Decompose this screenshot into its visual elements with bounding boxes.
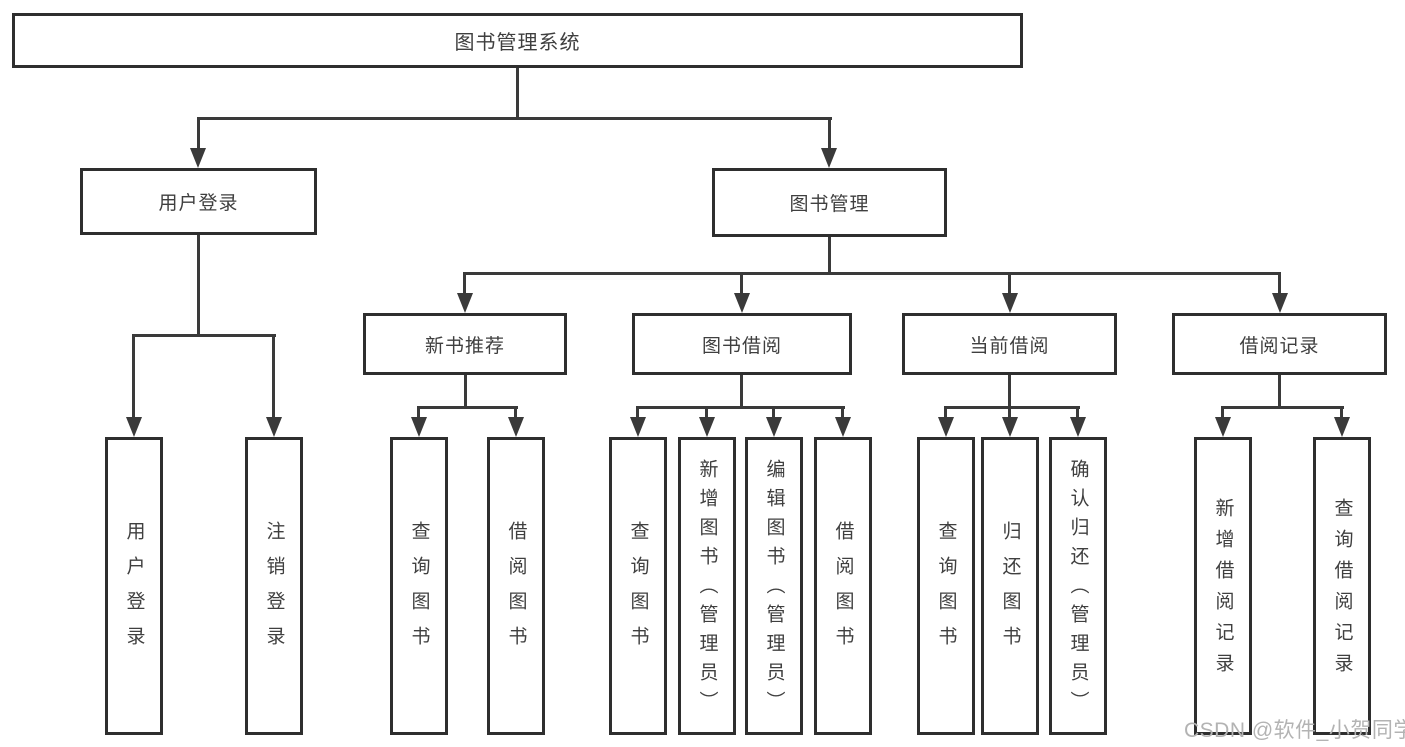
arrow-down-icon: [1002, 293, 1018, 313]
node-new-book-recommend: 新书推荐: [363, 313, 567, 375]
leaf-query-borrow-record-label: 查询借阅记录: [1331, 498, 1353, 684]
connector-line: [1008, 272, 1011, 295]
node-borrowing-records-label: 借阅记录: [1239, 335, 1320, 357]
leaf-query-books-borrow-label: 查询图书: [627, 521, 649, 661]
connector-line: [417, 406, 518, 409]
leaf-edit-books-admin: 编辑图书（管理员）: [745, 437, 803, 735]
connector-line: [516, 68, 519, 118]
leaf-query-borrow-record: 查询借阅记录: [1313, 437, 1371, 735]
arrow-down-icon: [1002, 417, 1018, 437]
connector-line: [514, 406, 517, 419]
arrow-down-icon: [1070, 417, 1086, 437]
arrow-down-icon: [190, 148, 206, 168]
connector-line: [132, 334, 276, 337]
leaf-confirm-return-admin: 确认归还（管理员）: [1049, 437, 1107, 735]
connector-line: [463, 272, 466, 295]
connector-line: [197, 117, 200, 150]
leaf-return-books-label: 归还图书: [999, 521, 1021, 661]
leaf-user-login: 用户登录: [105, 437, 163, 735]
node-book-borrowing-label: 图书借阅: [701, 335, 782, 357]
csdn-watermark: CSDN @软件_小贺同学: [1184, 719, 1405, 742]
leaf-borrow-books-newbooks-label: 借阅图书: [505, 521, 527, 661]
node-user-login-label: 用户登录: [158, 193, 239, 214]
connector-line: [772, 406, 775, 419]
connector-line: [828, 237, 831, 275]
connector-line: [417, 406, 420, 419]
connector-line: [1278, 375, 1281, 409]
node-book-management-label: 图书管理: [789, 194, 870, 215]
leaf-query-books-current: 查询图书: [917, 437, 975, 735]
leaf-borrow-books-newbooks: 借阅图书: [487, 437, 545, 735]
connector-line: [1008, 406, 1011, 419]
connector-line: [1340, 406, 1343, 419]
connector-line: [740, 375, 743, 409]
arrow-down-icon: [266, 417, 282, 437]
leaf-add-books-admin-label: 新增图书（管理员）: [696, 458, 718, 720]
arrow-down-icon: [699, 417, 715, 437]
leaf-add-borrow-record: 新增借阅记录: [1194, 437, 1252, 735]
arrow-down-icon: [1334, 417, 1350, 437]
arrow-down-icon: [1272, 293, 1288, 313]
leaf-borrow-books-label: 借阅图书: [832, 521, 854, 661]
connector-line: [841, 406, 844, 419]
leaf-query-books-newbooks-label: 查询图书: [408, 521, 430, 661]
leaf-add-borrow-record-label: 新增借阅记录: [1212, 498, 1234, 684]
leaf-logout-label: 注销登录: [263, 521, 285, 661]
leaf-return-books: 归还图书: [981, 437, 1039, 735]
connector-line: [464, 272, 1280, 275]
node-current-borrowing: 当前借阅: [902, 313, 1117, 375]
leaf-edit-books-admin-label: 编辑图书（管理员）: [763, 458, 785, 720]
connector-line: [272, 334, 275, 419]
node-user-login: 用户登录: [80, 168, 317, 235]
node-current-borrowing-label: 当前借阅: [969, 335, 1050, 357]
connector-line: [828, 117, 831, 150]
connector-line: [197, 117, 832, 120]
leaf-borrow-books: 借阅图书: [814, 437, 872, 735]
node-library-system-label: 图书管理系统: [454, 32, 581, 54]
arrow-down-icon: [508, 417, 524, 437]
leaf-confirm-return-admin-label: 确认归还（管理员）: [1067, 458, 1089, 720]
arrow-down-icon: [835, 417, 851, 437]
arrow-down-icon: [457, 293, 473, 313]
node-book-borrowing: 图书借阅: [632, 313, 852, 375]
leaf-query-books-newbooks: 查询图书: [390, 437, 448, 735]
node-book-management: 图书管理: [712, 168, 947, 237]
node-library-system: 图书管理系统: [12, 13, 1023, 68]
connector-line: [132, 334, 135, 419]
leaf-query-books-current-label: 查询图书: [935, 521, 957, 661]
arrow-down-icon: [630, 417, 646, 437]
connector-line: [197, 235, 200, 336]
connector-line: [464, 375, 467, 409]
arrow-down-icon: [821, 148, 837, 168]
connector-line: [636, 406, 845, 409]
leaf-user-login-label: 用户登录: [123, 521, 145, 661]
connector-line: [1221, 406, 1224, 419]
connector-line: [1278, 272, 1281, 295]
connector-line: [1008, 375, 1011, 409]
node-new-book-recommend-label: 新书推荐: [424, 335, 505, 357]
arrow-down-icon: [411, 417, 427, 437]
connector-line: [1221, 406, 1344, 409]
leaf-logout: 注销登录: [245, 437, 303, 735]
connector-line: [740, 272, 743, 295]
arrow-down-icon: [126, 417, 142, 437]
arrow-down-icon: [1215, 417, 1231, 437]
leaf-query-books-borrow: 查询图书: [609, 437, 667, 735]
connector-line: [636, 406, 639, 419]
leaf-add-books-admin: 新增图书（管理员）: [678, 437, 736, 735]
connector-line: [1076, 406, 1079, 419]
arrow-down-icon: [938, 417, 954, 437]
connector-line: [944, 406, 1080, 409]
connector-line: [944, 406, 947, 419]
arrow-down-icon: [734, 293, 750, 313]
node-borrowing-records: 借阅记录: [1172, 313, 1387, 375]
connector-line: [705, 406, 708, 419]
arrow-down-icon: [766, 417, 782, 437]
